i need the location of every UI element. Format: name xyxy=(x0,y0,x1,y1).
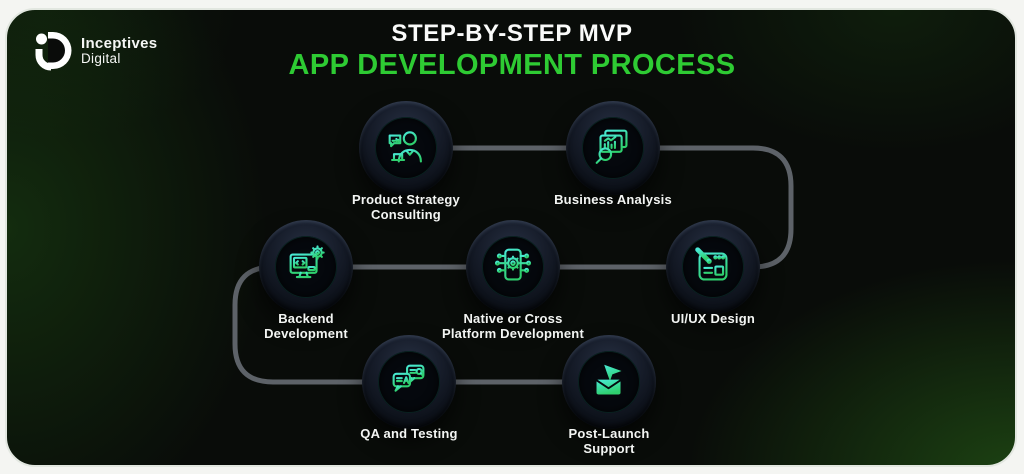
step-product-strategy-consulting: Product Strategy Consulting xyxy=(324,101,488,223)
step-uiux-design: UI/UX Design xyxy=(631,220,795,326)
step-label: QA and Testing xyxy=(360,426,458,441)
step-qa-and-testing: QA and Testing xyxy=(327,335,491,441)
step-circle xyxy=(362,335,456,429)
step-label: Post-Launch Support xyxy=(568,426,650,457)
logo-name-line1: Inceptives xyxy=(81,35,158,53)
headline-top: STEP-BY-STEP MVP xyxy=(391,20,633,47)
step-circle xyxy=(566,101,660,195)
headline-main: APP DEVELOPMENT PROCESS xyxy=(288,49,736,81)
step-circle xyxy=(466,220,560,314)
step-label: Business Analysis xyxy=(554,192,672,207)
company-logo: Inceptives Digital xyxy=(34,30,157,72)
step-post-launch-support: Post-Launch Support xyxy=(527,335,691,457)
step-label: UI/UX Design xyxy=(670,311,756,326)
cross-platform-icon xyxy=(494,248,532,281)
step-circle xyxy=(359,101,453,195)
logo-name-line2: Digital xyxy=(81,50,121,66)
step-backend-development: Backend Development xyxy=(224,220,388,342)
consulting-icon xyxy=(388,131,422,163)
step-label: Native or Cross Platform Development xyxy=(442,311,584,342)
post-launch-support-icon xyxy=(596,364,622,395)
step-cross-platform-development: Native or Cross Platform Development xyxy=(431,220,595,342)
qa-testing-icon xyxy=(392,364,425,392)
uiux-design-icon xyxy=(695,247,728,281)
step-circle xyxy=(562,335,656,429)
step-label: Backend Development xyxy=(264,311,348,342)
backend-icon xyxy=(289,245,325,279)
step-circle xyxy=(259,220,353,314)
step-label: Product Strategy Consulting xyxy=(352,192,460,223)
logo-id-mark-icon xyxy=(35,32,72,71)
business-analysis-icon xyxy=(595,129,628,164)
step-business-analysis: Business Analysis xyxy=(531,101,695,207)
headline: STEP-BY-STEP MVP APP DEVELOPMENT PROCESS xyxy=(0,20,1024,82)
step-circle xyxy=(666,220,760,314)
